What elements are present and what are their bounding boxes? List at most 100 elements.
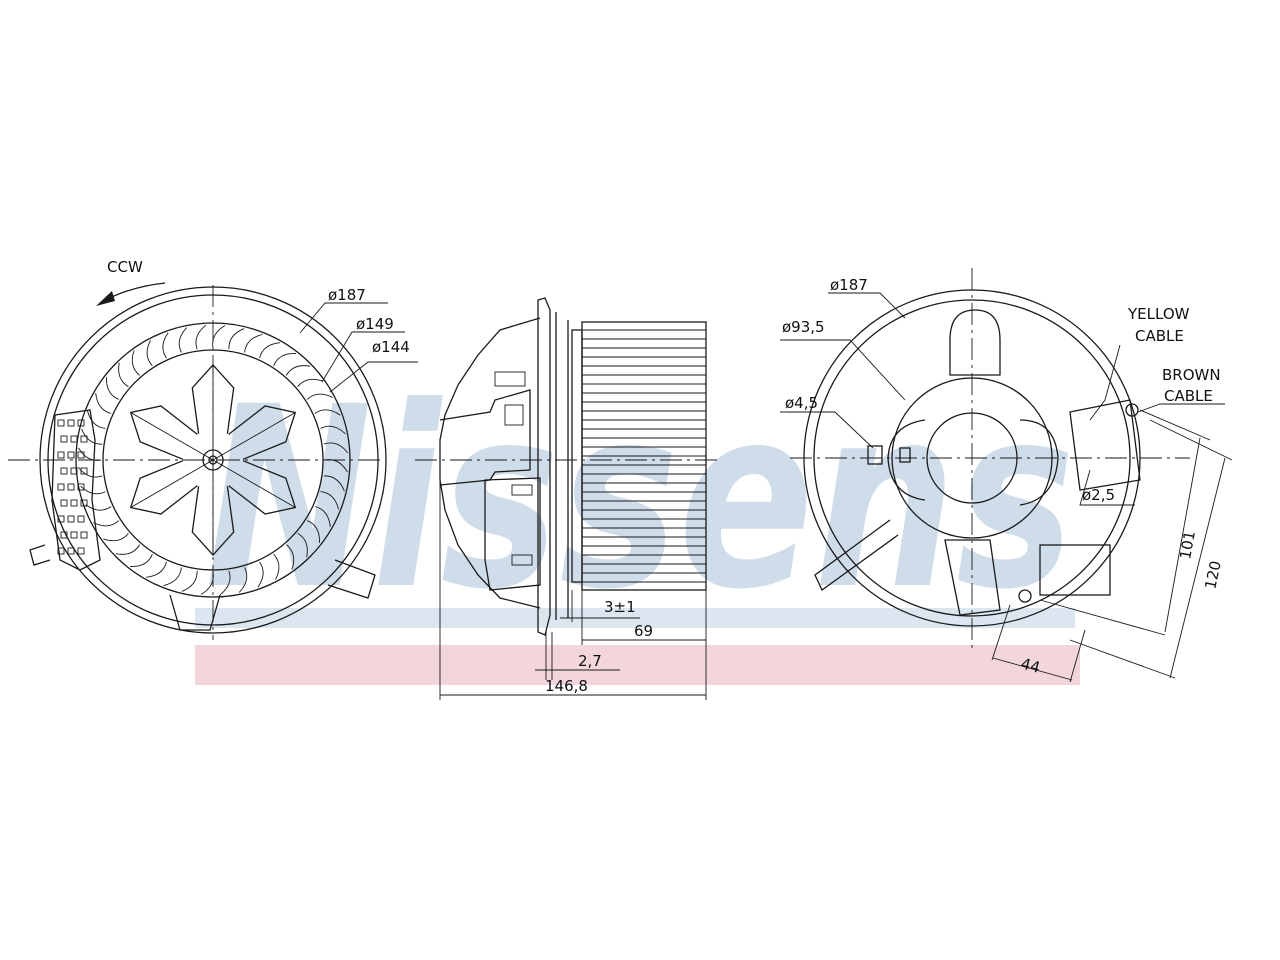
connector-pin	[67, 451, 75, 459]
yellow-cable-leader	[1089, 344, 1121, 421]
fan-blade	[212, 325, 226, 349]
side-motor-housing	[439, 317, 541, 609]
rear-dim-25-leader	[1079, 469, 1135, 506]
rear-dim-187: ø187	[830, 276, 868, 294]
fan-blade	[146, 340, 153, 367]
fan-blade	[273, 553, 280, 580]
hub-star-rib	[212, 459, 296, 508]
front-wheel-inner-circle	[102, 349, 324, 571]
rear-dim-120-line	[1169, 457, 1226, 679]
fan-blade	[314, 506, 331, 527]
fan-blade	[181, 570, 198, 592]
rear-right-lobe	[1019, 419, 1059, 506]
side-view: 3±1 69 2,7 146,8	[415, 297, 720, 700]
rear-cable-clip-bottom	[1018, 589, 1032, 603]
fan-blade	[297, 532, 308, 558]
side-dim-1468: 146,8	[545, 677, 588, 695]
fan-blade	[324, 459, 348, 473]
rear-motor-flange	[891, 377, 1053, 539]
fan-blade	[85, 504, 112, 511]
rear-motor-can	[926, 412, 1018, 504]
connector-pin	[77, 483, 85, 491]
fan-hub-star	[129, 364, 297, 556]
connector-pin	[77, 419, 85, 427]
fan-blade	[131, 350, 140, 376]
connector-pin	[57, 483, 65, 491]
front-housing-inner-ring	[47, 294, 379, 626]
fan-blade	[244, 333, 263, 353]
connector-pin	[60, 435, 68, 443]
side-terminal-2	[511, 484, 533, 496]
rear-dim-187-leader	[828, 292, 906, 319]
side-dim-69: 69	[634, 622, 653, 640]
connector-pin	[67, 547, 75, 555]
fan-blade	[106, 377, 119, 400]
connector-pin	[70, 499, 78, 507]
connector-pin	[57, 451, 65, 459]
fan-blade	[103, 533, 129, 542]
fan-blade	[219, 570, 231, 596]
fan-blade	[163, 567, 182, 587]
rear-dim-120: 120	[1201, 559, 1225, 591]
front-dim-149-leader	[321, 331, 405, 383]
fan-blade	[93, 520, 120, 527]
connector-pin	[70, 435, 78, 443]
fan-blade	[259, 342, 280, 359]
brown-cable-label-line2: CABLE	[1164, 387, 1213, 405]
ccw-label: CCW	[107, 258, 143, 276]
fan-blade	[297, 378, 323, 387]
fan-blade	[81, 428, 103, 445]
front-dim-187: ø187	[328, 286, 366, 304]
hub-star-rib	[212, 412, 296, 461]
fan-blade	[78, 447, 102, 461]
nissens-watermark: Nissens	[195, 353, 1080, 685]
rear-mount-arm	[814, 519, 899, 591]
fan-blade	[314, 409, 341, 416]
rear-ext-44-a	[991, 604, 1011, 661]
connector-pin	[70, 467, 78, 475]
connector-pin	[80, 499, 88, 507]
rear-dim-101: 101	[1176, 529, 1199, 560]
rear-plug	[1039, 544, 1111, 596]
side-terminal-4	[494, 371, 526, 387]
rear-cable-clip-top	[1125, 403, 1139, 417]
rear-housing-inner-ring	[813, 299, 1131, 617]
connector-pin	[77, 515, 85, 523]
front-dim-144: ø144	[372, 338, 410, 356]
connector-pin	[67, 483, 75, 491]
fan-blade	[285, 365, 311, 376]
rear-dim-935-leader	[780, 339, 906, 401]
side-fan-fins	[582, 329, 706, 583]
connector-pins	[57, 419, 88, 555]
fan-hub-center	[208, 455, 218, 465]
fan-blade	[86, 410, 106, 429]
connector-pin	[80, 531, 88, 539]
side-dim-27: 2,7	[578, 652, 602, 670]
fan-blade	[323, 442, 349, 454]
yellow-cable-label-line2: CABLE	[1135, 327, 1184, 345]
connector-pin	[80, 467, 88, 475]
ccw-arrowhead	[96, 291, 115, 306]
fan-blade	[95, 393, 112, 414]
fan-blade	[146, 561, 167, 578]
fan-blade	[320, 491, 340, 510]
connector-pin	[57, 547, 65, 555]
fan-blade	[320, 425, 346, 435]
side-dim-3: 3±1	[604, 598, 636, 616]
fan-blade	[273, 353, 296, 366]
fan-blade	[162, 332, 169, 359]
rear-dim-101-line	[1164, 437, 1201, 633]
rear-dim-45: ø4,5	[785, 394, 818, 412]
rear-view: ø187 ø93,5 ø4,5 ø2,5 YELLOW CABLE BROWN …	[780, 268, 1233, 683]
rear-ext-120-a	[1149, 419, 1233, 461]
hub-star-petal	[129, 405, 198, 460]
hub-star-rib	[130, 412, 214, 461]
rear-left-lobe	[887, 419, 926, 501]
connector-pin	[60, 531, 68, 539]
yellow-cable-label-line1: YELLOW	[1127, 305, 1190, 323]
connector-pin	[77, 547, 85, 555]
front-left-tab	[29, 544, 51, 566]
rear-ext-101-b	[1039, 599, 1166, 636]
fan-blade	[115, 544, 141, 555]
connector-pin	[57, 515, 65, 523]
